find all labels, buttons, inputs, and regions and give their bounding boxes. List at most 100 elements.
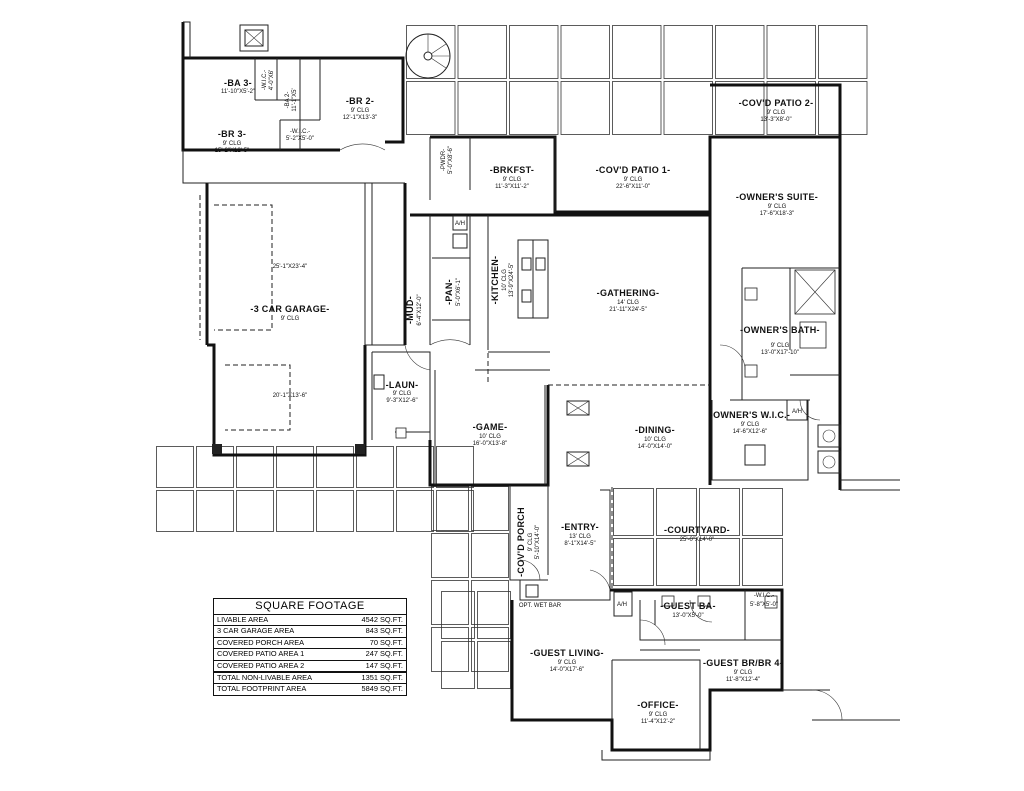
paver-tile — [766, 25, 816, 79]
patio1-size: 22'-6"X11'-0" — [616, 184, 650, 190]
paver-tile — [656, 488, 697, 536]
wic-guest-name: -W.I.C.- — [754, 593, 774, 599]
patio1-name: -COV'D PATIO 1- — [596, 165, 671, 175]
spiral-stair — [405, 33, 451, 79]
paver-tile — [471, 533, 509, 578]
square-footage-table: SQUARE FOOTAGE LIVABLE AREA 4542 SQ.FT. 3 … — [213, 598, 407, 696]
paver-tile — [431, 533, 469, 578]
guest-br4-ceiling: 9' CLG — [734, 670, 753, 676]
opt-wet-bar-note: OPT. WET BAR — [519, 603, 562, 609]
square-footage-label: TOTAL NON-LIVABLE AREA — [217, 672, 313, 682]
game-ceiling: 10' CLG — [479, 434, 501, 440]
dining-name: -DINING- — [635, 425, 675, 435]
guest-living-size: 14'-0"X17'-6" — [550, 667, 585, 673]
wic-br3-name: -W.I.C.- — [290, 129, 310, 135]
paver-tile — [612, 81, 662, 135]
dining-ceiling: 10' CLG — [644, 437, 666, 443]
pan-size: 5'-0"X6'-1" — [456, 278, 462, 306]
square-footage-row: LIVABLE AREA 4542 SQ.FT. — [214, 615, 406, 627]
square-footage-label: LIVABLE AREA — [217, 615, 269, 624]
gathering-ceiling: 14' CLG — [617, 300, 639, 306]
paver-tile — [441, 591, 475, 639]
garage-dim2: 20'-1"X13'-6" — [273, 393, 308, 399]
paver-tile — [396, 446, 434, 488]
paver-tile — [715, 25, 765, 79]
paver-tile — [431, 486, 469, 531]
office-ceiling: 9' CLG — [649, 712, 668, 718]
pwdr-size: 5'-0"X8'-6" — [448, 146, 454, 174]
paver-tile — [236, 446, 274, 488]
square-footage-value: 70 SQ.FT. — [369, 637, 403, 647]
paver-grid-top — [406, 25, 868, 135]
mud-size: 6'-4"X12'-0" — [417, 294, 423, 325]
paver-tile — [196, 490, 234, 532]
covd-porch-name: -COV'D PORCH — [516, 507, 526, 577]
paver-tile — [406, 81, 456, 135]
paver-tile — [276, 490, 314, 532]
game-size: 16'-0"X13'-8" — [473, 441, 508, 447]
br2-size: 12'-1"X13'-3" — [343, 115, 378, 121]
ba2-name: -BA 2- — [285, 92, 291, 109]
owner-bath-name: -OWNER'S BATH- — [740, 325, 820, 335]
paver-tile — [560, 25, 610, 79]
garage-name: -3 CAR GARAGE- — [250, 304, 329, 314]
laun-name: -LAUN- — [386, 380, 419, 390]
paver-tile — [356, 490, 394, 532]
paver-tile — [471, 580, 509, 625]
kitchen-ceiling: 10' CLG — [502, 269, 508, 291]
owner-suite-name: -OWNER'S SUITE- — [736, 192, 818, 202]
br3-size: 15'-2"X12'-5" — [215, 148, 250, 154]
paver-tile — [431, 627, 469, 672]
square-footage-row: COVERED PORCH AREA 70 SQ.FT. — [214, 637, 406, 650]
gathering-name: -GATHERING- — [597, 288, 660, 298]
paver-tile — [560, 81, 610, 135]
door-swings — [339, 143, 843, 721]
entry-name: -ENTRY- — [561, 522, 599, 532]
br3-ceiling: 9' CLG — [223, 141, 242, 147]
square-footage-value: 843 SQ.FT. — [365, 626, 403, 636]
br2-ceiling: 9' CLG — [351, 108, 370, 114]
brkfst-size: 11'-3"X11'-2" — [495, 184, 529, 190]
paver-grid-bottom — [156, 446, 509, 672]
paver-tile — [699, 488, 740, 536]
office-name: -OFFICE- — [637, 700, 678, 710]
paver-tile — [156, 446, 194, 488]
patio1-ceiling: 9' CLG — [624, 177, 643, 183]
dining-light-markers — [566, 400, 590, 467]
paver-tile — [236, 490, 274, 532]
square-footage-label: COVERED PORCH AREA — [217, 637, 305, 647]
patio2-size: 13'-3"X8'-0" — [760, 117, 791, 123]
gathering-size: 21'-11"X24'-5" — [609, 307, 646, 313]
paver-tile — [457, 81, 507, 135]
paver-tile — [613, 488, 654, 536]
paver-tile — [509, 25, 559, 79]
square-footage-label: COVERED PATIO AREA 2 — [217, 660, 305, 670]
square-footage-title: SQUARE FOOTAGE — [214, 599, 406, 615]
square-footage-value: 4542 SQ.FT. — [361, 615, 404, 624]
ba2-size: 11'-1"X5' — [292, 88, 298, 111]
courtyard-name: -COURTYARD- — [664, 525, 730, 535]
kitchen-name: -KITCHEN- — [490, 256, 500, 305]
owner-suite-ceiling: 9' CLG — [768, 204, 787, 210]
paver-tile — [766, 81, 816, 135]
wic-br3-size: 5'-2"X5'-0" — [286, 136, 314, 142]
wic-top-size: 4'-0"X6' — [269, 70, 275, 90]
guest-br4-name: -GUEST BR/BR 4- — [703, 658, 783, 668]
garage-dim1: 25'-1"X23'-4" — [273, 264, 308, 270]
paver-tile — [441, 641, 475, 689]
owner-bath-ceiling: 9' CLG — [771, 343, 790, 349]
covd-porch-ceiling: 9' CLG — [528, 532, 534, 551]
paver-tile — [663, 81, 713, 135]
paver-tile — [316, 490, 354, 532]
guest-br4-size: 11'-8"X12'-4" — [726, 677, 760, 683]
guest-ba-name: -GUEST BA- — [660, 601, 716, 611]
wic-top-name: -W.I.C.- — [262, 70, 268, 90]
paver-tile — [471, 627, 509, 672]
owner-wic-name: -OWNER'S W.I.C.- — [710, 410, 790, 420]
dining-size: 14'-0"X14'-0" — [638, 444, 673, 450]
entry-ceiling: 13' CLG — [569, 534, 591, 540]
